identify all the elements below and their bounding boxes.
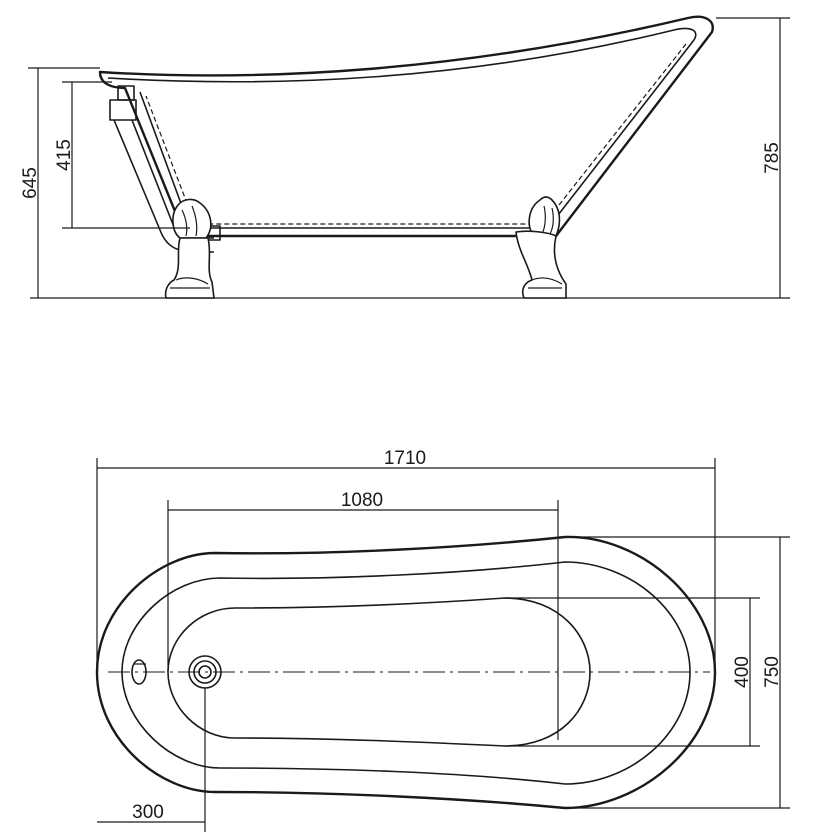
dimension-inner-depth: 415: [54, 81, 190, 229]
dimension-length: 1710: [96, 448, 716, 670]
tub-side-inner-wall: [139, 39, 695, 229]
dimension-inner-depth-label: 415: [54, 139, 75, 171]
dimension-drain-offset-label: 300: [132, 802, 164, 823]
claw-foot-left: [164, 198, 215, 299]
dimension-drain-offset: 300: [97, 688, 206, 832]
dimension-bath-height: 645: [20, 67, 100, 298]
side-view: 785 645 415: [20, 15, 790, 299]
claw-foot-right: [515, 196, 567, 299]
dimension-bath-height-label: 645: [20, 167, 41, 199]
dimension-width: 750: [565, 536, 790, 809]
dimension-total-height-label: 785: [762, 142, 783, 174]
tub-side-outer: [98, 15, 714, 238]
tub-side-rim: [107, 27, 697, 83]
dimension-inner-width: 400: [505, 597, 760, 747]
drain-plug: [188, 655, 222, 689]
dimension-inner-width-label: 400: [732, 656, 753, 688]
dimension-inner-length-label: 1080: [341, 490, 383, 511]
dimension-length-label: 1710: [384, 448, 426, 469]
dimension-total-height: 785: [716, 17, 790, 298]
overflow-hole: [131, 659, 147, 685]
tub-top-rim: [121, 561, 691, 785]
tub-side-hidden-line: [145, 43, 687, 225]
dimension-inner-length: 1080: [167, 490, 559, 740]
dimension-width-label: 750: [762, 656, 783, 688]
top-view: 1710 1080 750 400 300: [95, 448, 790, 832]
